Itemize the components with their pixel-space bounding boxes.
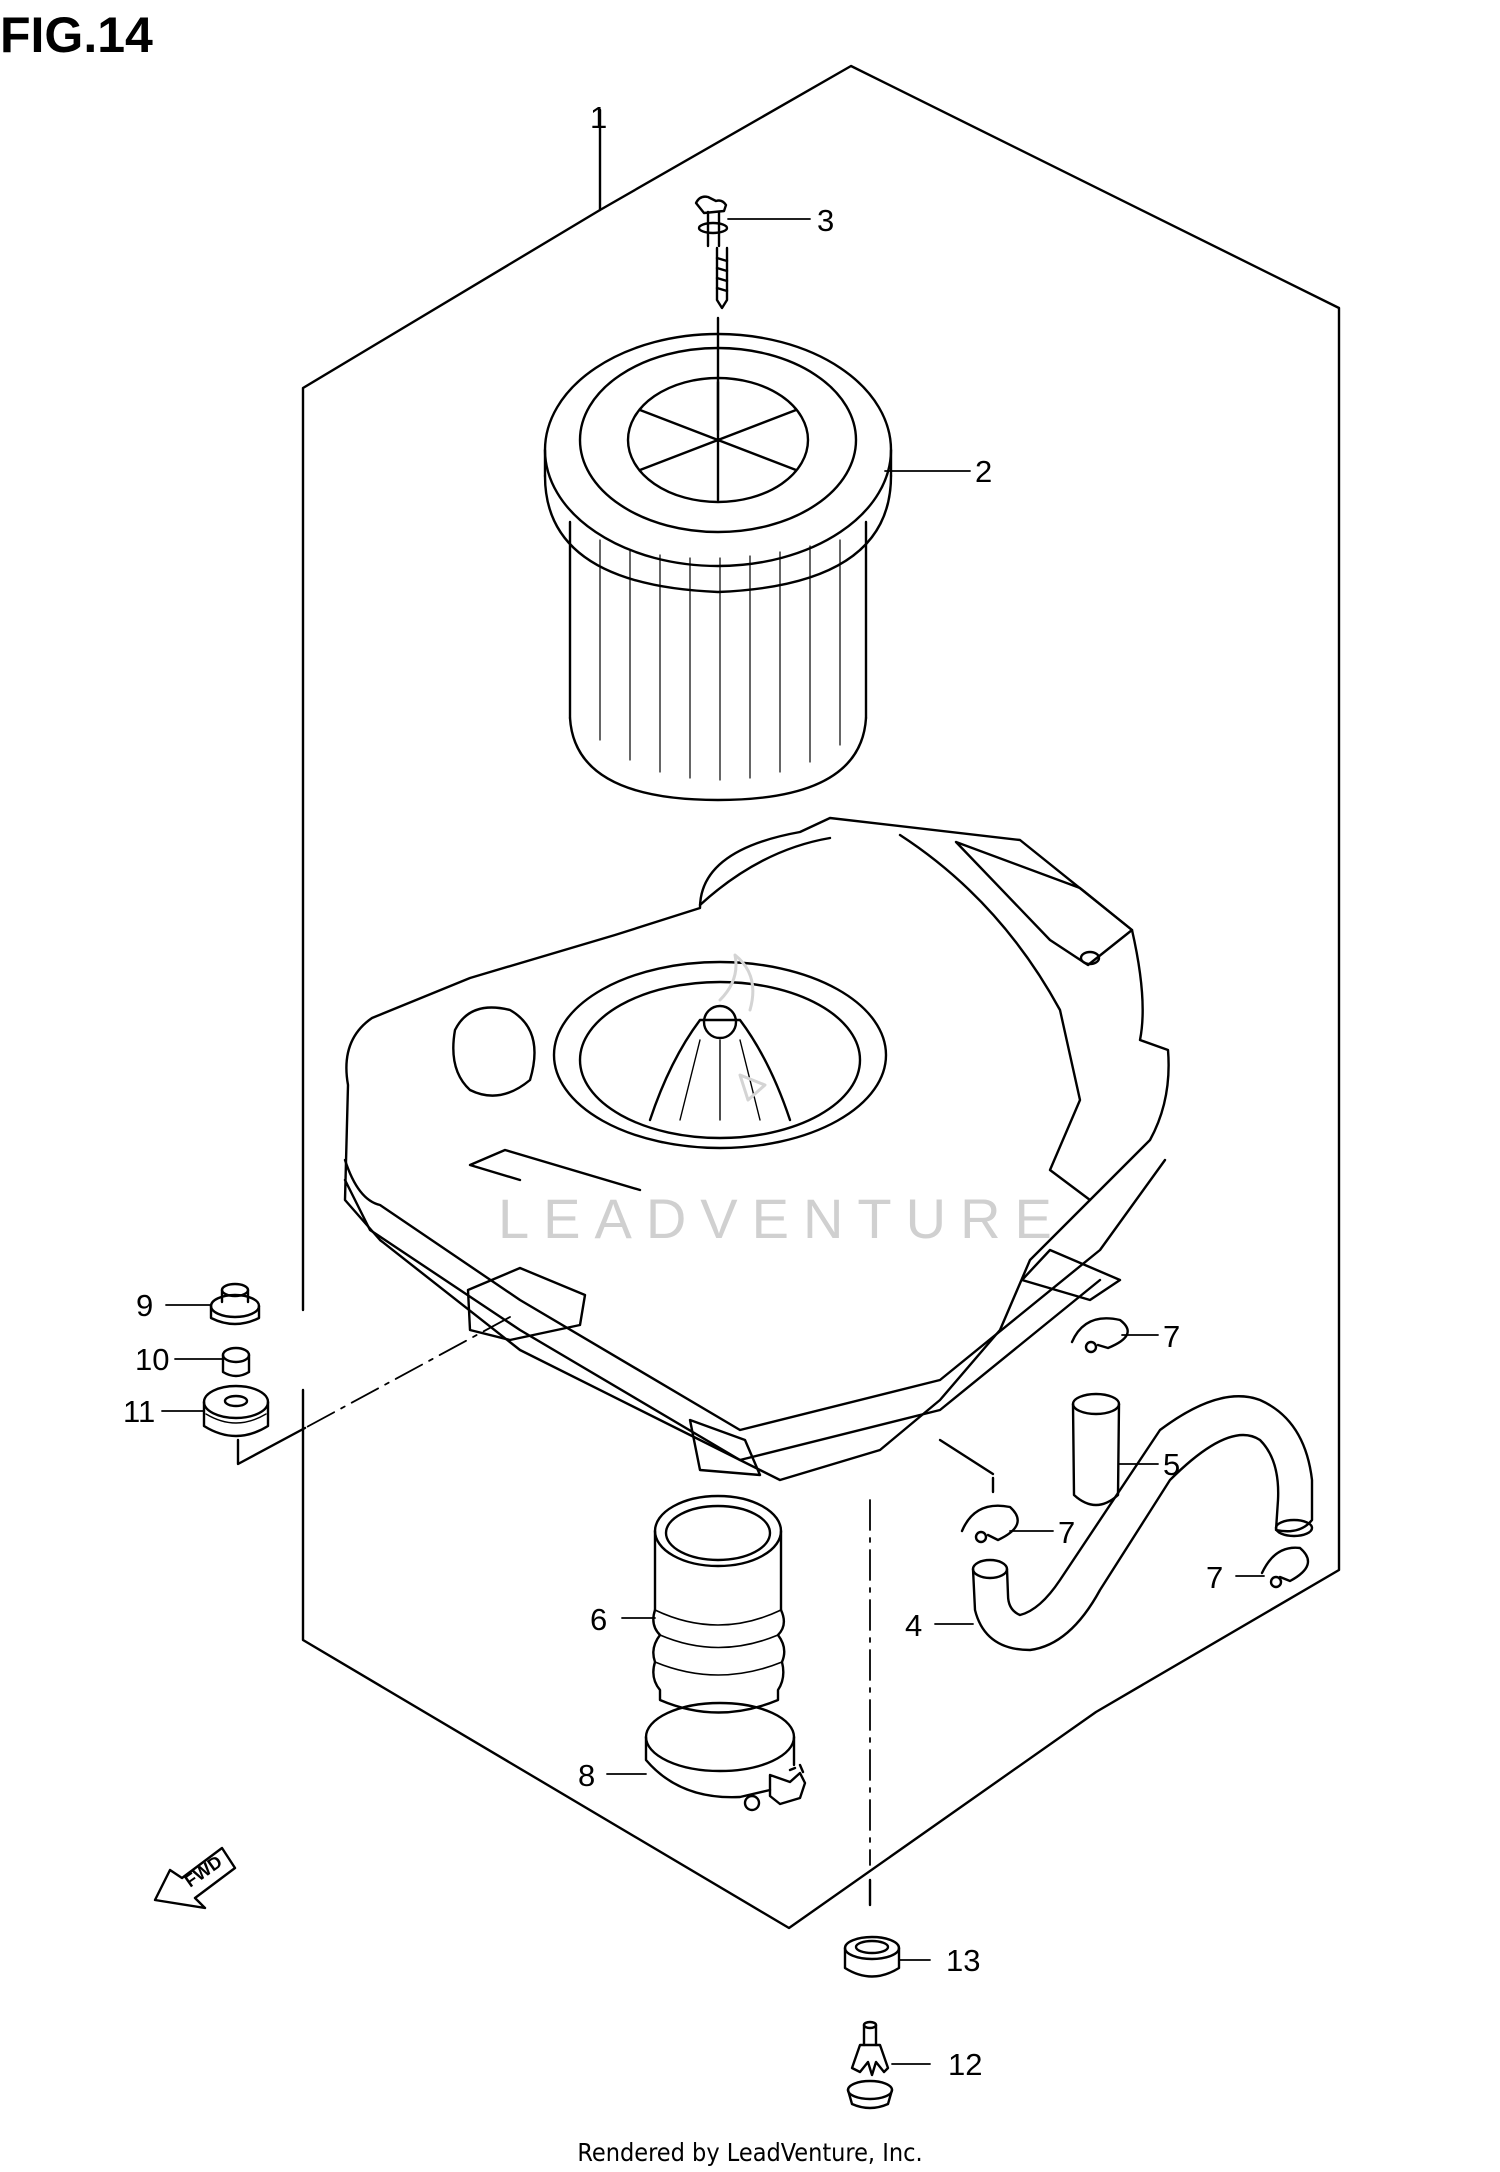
hose-clamp bbox=[644, 1701, 807, 1812]
guide-lines bbox=[304, 1316, 871, 1866]
intake-joint bbox=[652, 1494, 786, 1714]
callout-5: 5 bbox=[1163, 1447, 1180, 1482]
callout-9: 9 bbox=[136, 1288, 153, 1323]
clip-ring bbox=[960, 1504, 1019, 1544]
collar bbox=[221, 1346, 251, 1378]
assembly-outline bbox=[301, 64, 1341, 1930]
air-cleaner-box bbox=[343, 816, 1170, 1482]
clip-ring bbox=[1260, 1546, 1310, 1589]
callout-6: 6 bbox=[590, 1602, 607, 1637]
callout-10: 10 bbox=[135, 1342, 169, 1377]
render-credit: Rendered by LeadVenture, Inc. bbox=[577, 2138, 923, 2167]
callout-12: 12 bbox=[948, 2047, 982, 2082]
breather-hose bbox=[971, 1395, 1314, 1652]
drain-plug bbox=[846, 2020, 894, 2110]
drain-tube bbox=[1071, 1392, 1121, 1507]
fwd-arrow-icon bbox=[153, 1846, 237, 1910]
callout-2: 2 bbox=[975, 454, 992, 489]
grommet bbox=[202, 1384, 270, 1438]
callout-1: 1 bbox=[590, 100, 607, 135]
figure-title: FIG.14 bbox=[0, 7, 153, 63]
callout-8: 8 bbox=[578, 1758, 595, 1793]
air-filter-element bbox=[543, 332, 893, 802]
wing-screw bbox=[694, 195, 729, 432]
callout-7: 7 bbox=[1058, 1515, 1075, 1550]
drain-grommet bbox=[843, 1935, 901, 1978]
callout-7: 7 bbox=[1206, 1560, 1223, 1595]
callout-11: 11 bbox=[123, 1394, 155, 1429]
mount-bolt bbox=[209, 1282, 261, 1326]
watermark-text: LEADVENTURE bbox=[498, 1187, 1066, 1250]
callout-13: 13 bbox=[946, 1943, 980, 1978]
callout-7: 7 bbox=[1163, 1319, 1180, 1354]
fwd-label: FWD bbox=[181, 1851, 226, 1891]
leader-lines bbox=[161, 218, 1265, 2065]
callout-3: 3 bbox=[817, 203, 834, 238]
clip-ring bbox=[1070, 1317, 1129, 1354]
callout-4: 4 bbox=[905, 1608, 922, 1643]
